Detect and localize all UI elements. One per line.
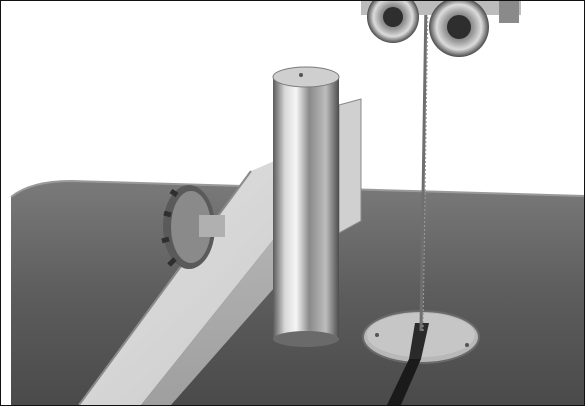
lock-knob <box>161 185 225 269</box>
blade-guide-bearings <box>361 1 521 57</box>
blade-slot <box>409 323 429 359</box>
saw-blade <box>419 1 428 332</box>
resaw-post <box>272 66 340 347</box>
table-edge <box>10 179 584 198</box>
fence-back-plate <box>338 98 362 234</box>
